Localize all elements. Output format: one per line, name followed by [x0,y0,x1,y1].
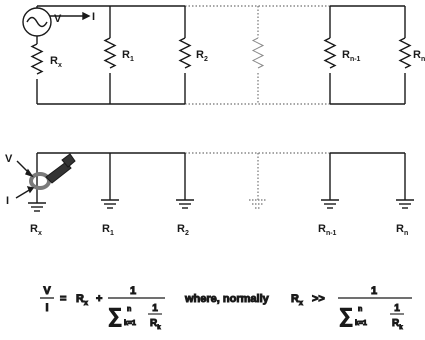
parallel-resistor-circuit [22,5,412,105]
electrode-label-r1: R1 [102,223,114,237]
source-voltage-label: V [54,13,62,25]
resistor-r1-symbol [103,37,117,69]
electrode-label-r2: R2 [177,223,189,237]
eq-inner2-numerator: 1 [394,303,400,314]
ground-electrode-diagram [15,152,414,212]
eq-sum2-upper: n [358,306,362,313]
eq-sum-lower: k=1 [124,320,136,327]
branch-rn-1 [323,6,337,104]
resistor-rx-symbol [30,43,44,75]
label-r1: R1 [122,49,134,63]
eq-lhs-denominator: I [45,302,48,314]
eq-equals: = [60,293,66,305]
ground-diagram-labels: V I Rx R1 R2 Rn-1 Rn [5,153,408,237]
probe-voltage-arrowhead-icon [25,168,34,178]
ground-rn-icon [396,199,414,209]
eq-frac2-numerator: 1 [371,285,377,297]
current-arrowhead-icon [82,11,91,21]
eq-inner-denominator: Rk [150,318,161,331]
electrode-label-rn: Rn [396,223,408,237]
label-rn: Rn [413,49,425,63]
electrode-label-rx: Rx [30,223,42,237]
eq-much-greater: >> [312,293,325,305]
ground-r1-icon [101,199,119,209]
branch-ellipsis [251,6,265,104]
resistor-ellipsis-symbol [251,37,265,69]
eq-frac-numerator: 1 [130,285,136,297]
resistor-rn-symbol [398,37,412,69]
probe-current-arrowhead-icon [26,186,35,194]
ground-ellipsis-icon [249,199,267,209]
eq-inner-numerator: 1 [152,303,158,314]
branch-rn [398,6,412,104]
eq-sum-upper: n [127,306,131,313]
eq-sum2-lower: k=1 [355,320,367,327]
label-rx: Rx [50,55,62,69]
branch-rx [22,6,52,104]
probe-current-arrow [15,188,32,199]
probe-voltage-label: V [5,153,13,165]
eq-where-text: where, normally [184,293,270,305]
equation: V I = Rx + 1 ∑ n k=1 1 Rk where, normall… [40,285,412,332]
resistor-rn-1-symbol [323,37,337,69]
branch-r1 [103,6,117,104]
eq-rx-2: Rx [291,293,303,307]
eq-rx: Rx [76,293,88,307]
eq-plus: + [96,293,102,305]
probe-current-label: I [6,195,9,207]
top-circuit-labels: V I Rx R1 R2 Rn-1 Rn [50,11,425,69]
ground-r2-icon [176,199,194,209]
eq-inner2-denominator: Rk [392,318,403,331]
ground-rn-1-icon [321,199,339,209]
eq-sum2-symbol: ∑ [339,305,353,327]
eq-sum-symbol: ∑ [108,305,122,327]
source-current-label: I [92,11,95,23]
label-rn-1: Rn-1 [342,49,361,63]
sine-wave-icon [26,16,48,28]
resistor-r2-symbol [178,37,192,69]
branch-r2 [178,6,192,104]
eq-lhs-numerator: V [43,285,51,297]
ground-rx-icon [28,202,46,212]
label-r2: R2 [196,49,208,63]
electrode-label-rn-1: Rn-1 [318,223,337,237]
clamp-tester-icon [29,153,76,190]
